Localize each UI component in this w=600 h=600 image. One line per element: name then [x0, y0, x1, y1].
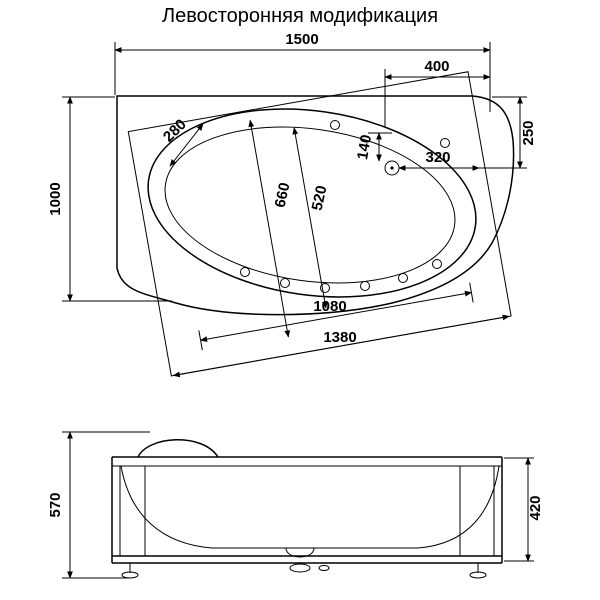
jet-icon: [440, 138, 450, 148]
dim-line-bowl-width-narrow: [292, 127, 328, 309]
frame-rect: [127, 71, 512, 377]
dim-length-total-label: 1500: [285, 31, 318, 48]
dim-line-rim-corner: [169, 123, 204, 167]
dim-bowl-length-label: 1080: [313, 298, 346, 315]
dim-rim-corner-label: 280: [160, 116, 190, 146]
dim-drain-local-v-label: 140: [354, 133, 375, 161]
drain-fitting: [384, 160, 400, 176]
jet-icon: [432, 259, 442, 269]
jet-icon: [330, 120, 340, 130]
headrest-profile: [137, 439, 219, 458]
dim-line-bowl-width-wide: [248, 119, 291, 338]
drain-center-dot: [390, 166, 394, 170]
dim-drain-offset-right-label: 400: [424, 58, 449, 75]
dim-drain-local-h-label: 320: [425, 149, 450, 166]
tilted-dim-frame: [127, 71, 512, 378]
drawing-title: Левосторонняя модификация: [162, 5, 438, 27]
bowl-profile: [120, 465, 500, 549]
tub-outer-rim: [116, 95, 515, 316]
drain-outlet: [285, 547, 330, 573]
dim-drain-offset-right: 400: [384, 58, 491, 126]
dim-bowl-width-narrow-label: 520: [309, 184, 331, 212]
dim-drain-local-h: 320: [398, 149, 480, 171]
jet-icon: [360, 281, 370, 291]
drain-trap: [285, 547, 315, 558]
dim-drain-offset-top: 250: [479, 96, 537, 169]
drain-pipe: [289, 563, 311, 573]
jet-icon: [240, 267, 250, 277]
drain-pipe-small: [318, 565, 330, 571]
jet-icon: [398, 273, 408, 283]
dim-width-total: 1000: [47, 96, 172, 302]
dim-height-body: 420: [504, 457, 544, 562]
jet-icon: [280, 278, 290, 288]
dim-rim-corner: 280: [160, 116, 204, 167]
side-view: 570 420: [47, 431, 544, 579]
dim-drain-offset-top-label: 250: [520, 120, 537, 145]
dim-height-total-label: 570: [47, 492, 64, 517]
foot-pad: [469, 571, 487, 579]
dim-height-body-label: 420: [527, 495, 544, 520]
dim-rim-length-label: 1380: [323, 329, 356, 346]
feet: [121, 563, 487, 579]
dim-width-total-label: 1000: [47, 182, 64, 215]
top-view: 1500 400 250 320 140: [47, 31, 537, 378]
dim-bowl-width-wide-label: 660: [272, 181, 294, 209]
dim-line-rim-length: [172, 314, 510, 378]
dim-drain-local-v: 140: [354, 132, 392, 162]
dim-height-total: 570: [47, 431, 150, 579]
